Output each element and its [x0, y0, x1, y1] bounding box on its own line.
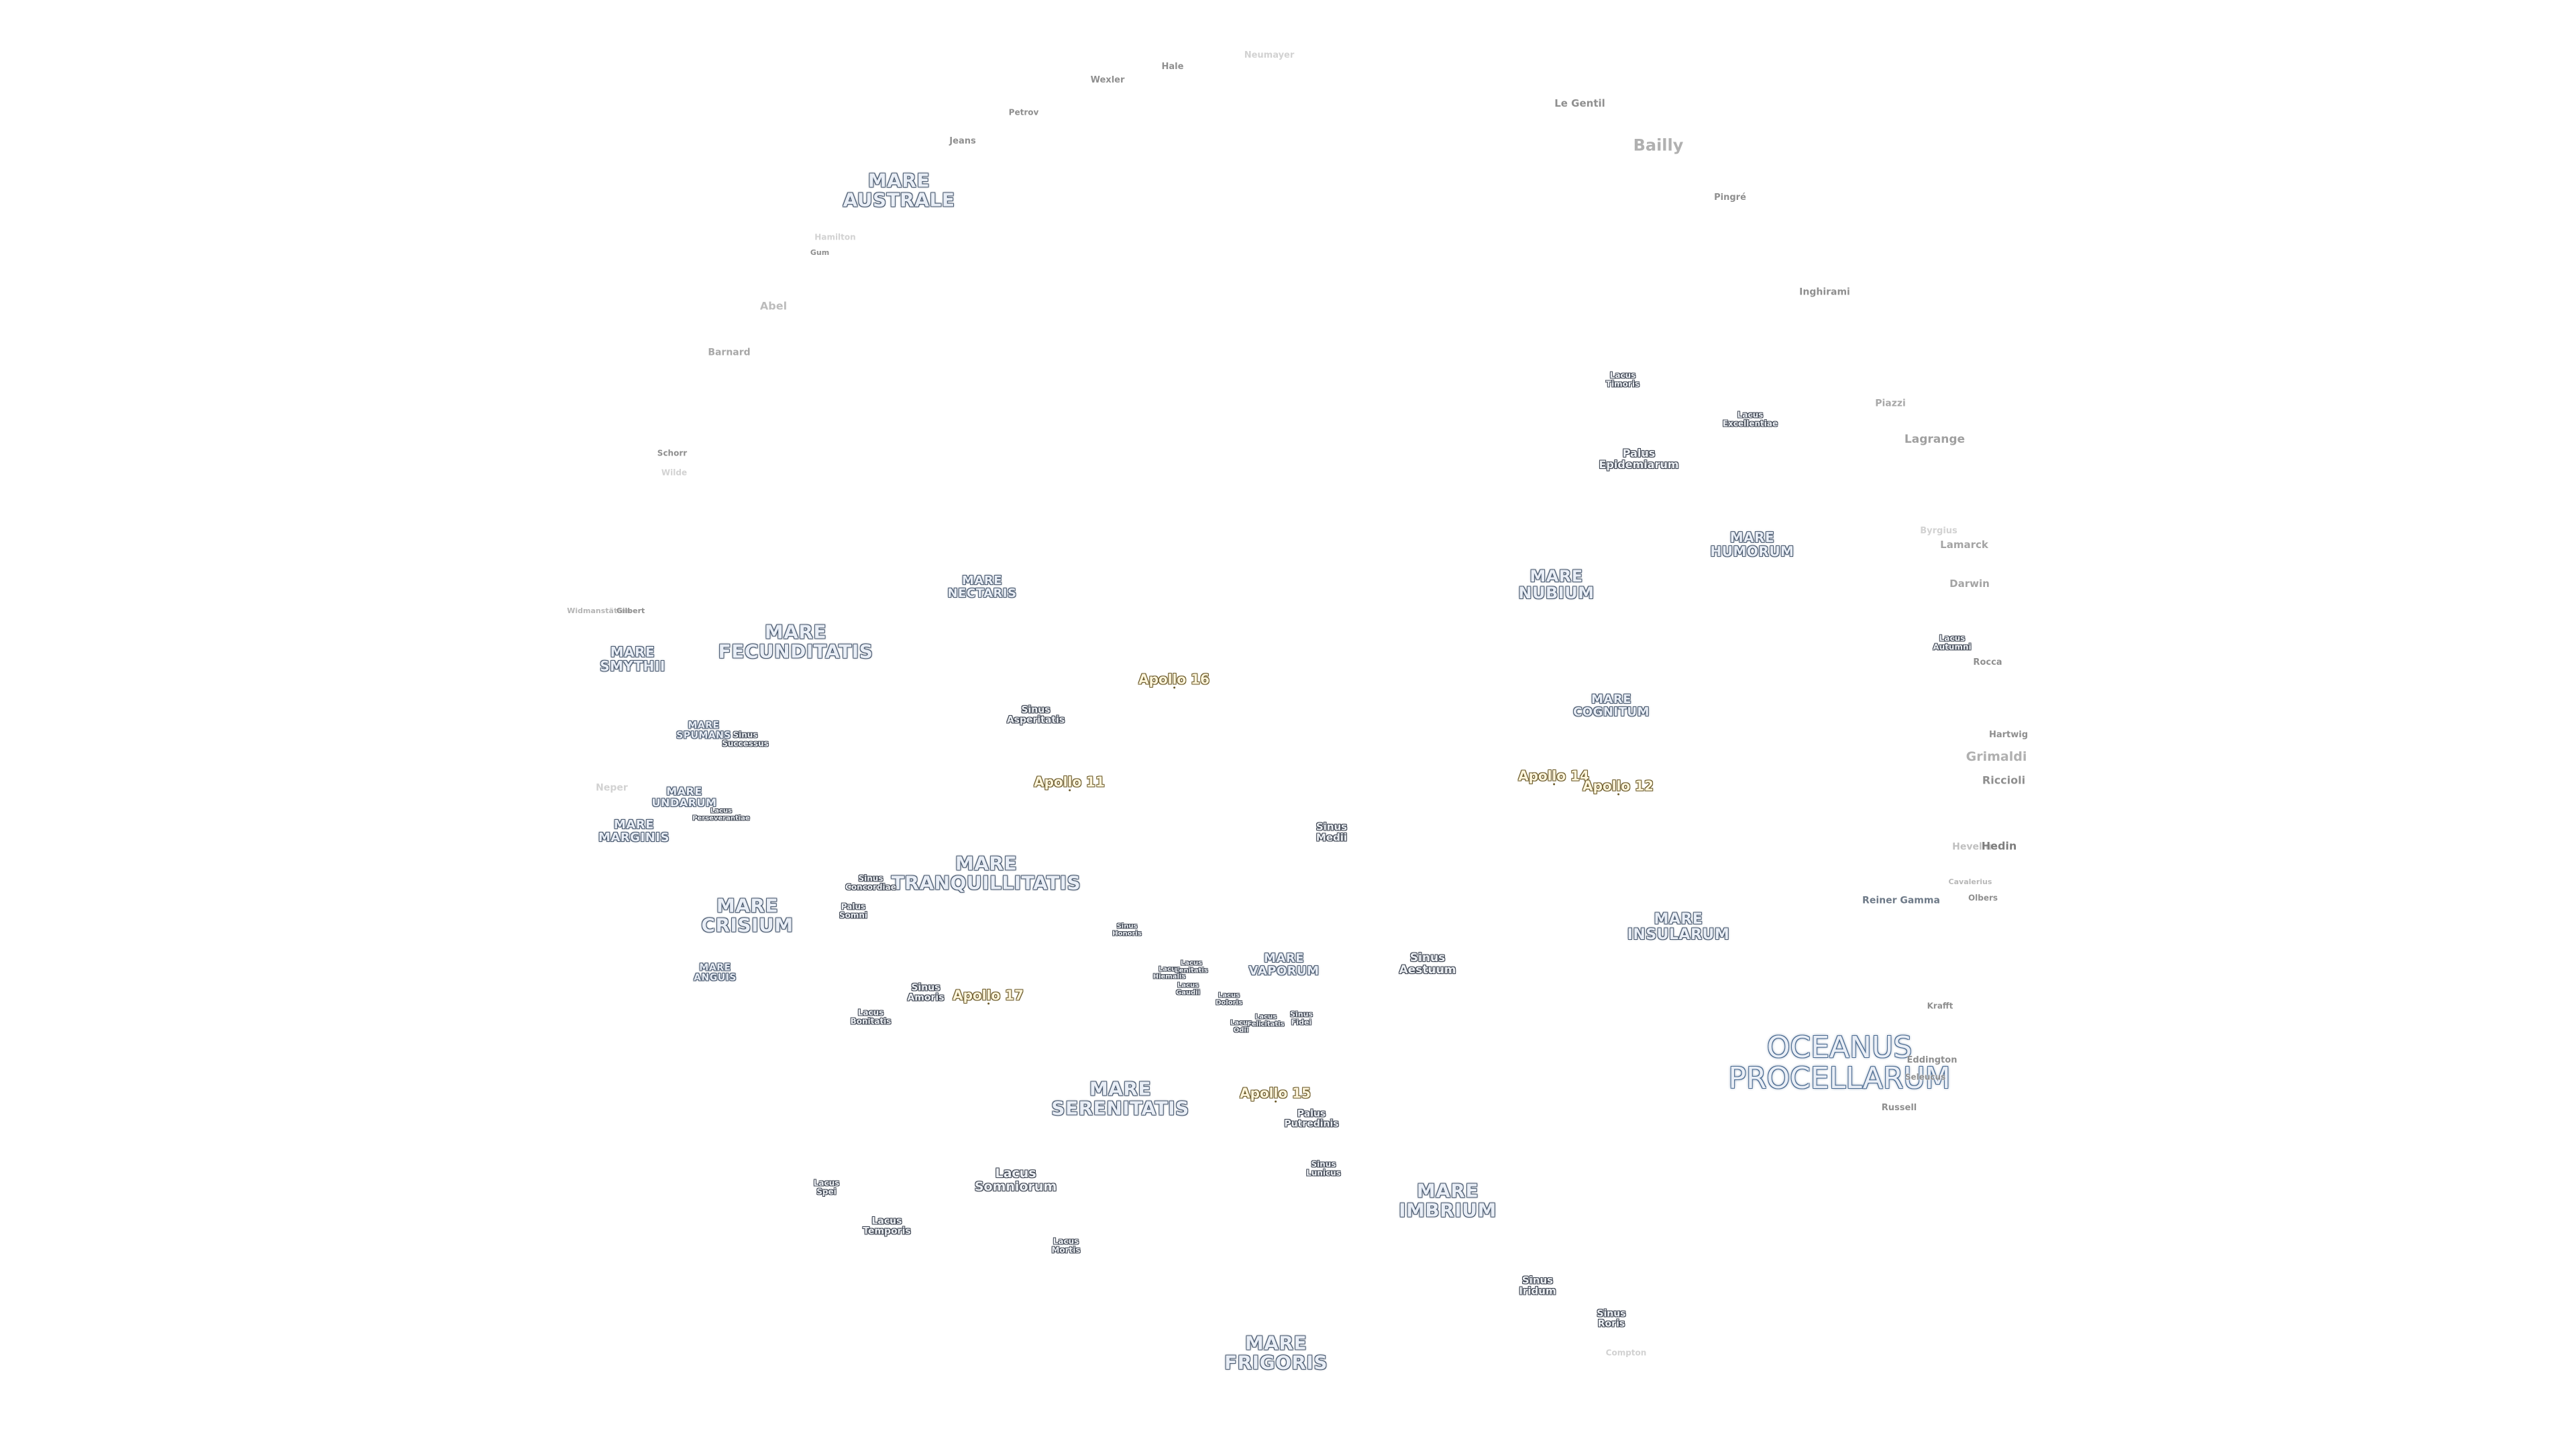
- mare-vaporum-label: MARE VAPORUM: [1248, 951, 1320, 978]
- palus-somni-label: Palus Somni: [839, 902, 868, 920]
- crater-piazzi-label: Piazzi: [1875, 398, 1906, 409]
- mare-frigoris-label: MARE FRIGORIS: [1224, 1332, 1328, 1374]
- crater-lagrange-label: Lagrange: [1904, 433, 1966, 447]
- crater-lamarck-label: Lamarck: [1940, 539, 1988, 551]
- crater-gilbert-label: Gilbert: [616, 606, 645, 616]
- lacus-autumni-label: Lacus Autumni: [1933, 633, 1972, 651]
- crater-hamilton-label: Hamilton: [814, 232, 856, 242]
- crater-petrov-label: Petrov: [1008, 107, 1039, 117]
- palus-epidemiarum-label: Palus Epidemiarum: [1599, 447, 1679, 471]
- crater-eddington-label: Eddington: [1907, 1055, 1957, 1066]
- sinus-lunicus-label: Sinus Lunicus: [1306, 1159, 1341, 1177]
- sinus-medii-label: Sinus Medii: [1316, 820, 1348, 843]
- mare-imbrium-label: MARE IMBRIUM: [1399, 1179, 1497, 1222]
- crater-byrgius-label: Byrgius: [1920, 526, 1957, 537]
- mare-humorum-label: MARE HUMORUM: [1710, 529, 1794, 559]
- lacus-mortis-label: Lacus Mortis: [1051, 1236, 1081, 1254]
- crater-compton-label: Compton: [1605, 1348, 1647, 1358]
- mare-smythii-label: MARE SMYTHII: [600, 644, 665, 674]
- lacus-temporis-label: Lacus Temporis: [863, 1216, 911, 1236]
- sinus-concordiae-label: Sinus Concordiae: [845, 873, 896, 892]
- mare-serenitatis-label: MARE SERENITATIS: [1051, 1077, 1189, 1120]
- sinus-amoris-label: Sinus Amoris: [907, 982, 945, 1003]
- mare-nectaris-label: MARE NECTARIS: [947, 574, 1017, 600]
- apollo-15-marker[interactable]: Apollo 15: [1240, 1085, 1311, 1103]
- crater-olbers-label: Olbers: [1968, 893, 1998, 903]
- mare-anguis-label: MARE ANGUIS: [694, 962, 737, 983]
- mare-crisium-label: MARE CRISIUM: [701, 894, 794, 936]
- sinus-iridum-label: Sinus Iridum: [1519, 1274, 1556, 1297]
- palus-putredinis-label: Palus Putredinis: [1284, 1108, 1339, 1129]
- sinus-fidei-label: Sinus Fidei: [1290, 1010, 1313, 1026]
- crater-riccioli-label: Riccioli: [1982, 773, 2026, 787]
- sinus-successus-label: Sinus Successus: [722, 730, 769, 748]
- crater-seleucus-label: Seleucus: [1904, 1072, 1946, 1082]
- mare-spumans-label: MARE SPUMANS: [676, 720, 731, 741]
- lacus-felicitatis-label: Lacus Felicitatis: [1247, 1013, 1285, 1028]
- apollo-16-marker[interactable]: Apollo 16: [1138, 671, 1210, 689]
- lacus-gaudii-label: Lacus Gaudii: [1175, 981, 1201, 996]
- crater-russell-label: Russell: [1881, 1103, 1917, 1114]
- sinus-aestuum-label: Sinus Aestuum: [1399, 951, 1456, 977]
- crater-krafft-label: Krafft: [1927, 1001, 1953, 1011]
- crater-neumayer-label: Neumayer: [1244, 50, 1295, 61]
- mare-tranquillitatis-label: MARE TRANQUILLITATIS: [891, 852, 1081, 894]
- apollo-17-marker[interactable]: Apollo 17: [953, 987, 1024, 1005]
- crater-wexler-label: Wexler: [1090, 75, 1125, 86]
- lacus-spei-label: Lacus Spei: [813, 1178, 840, 1196]
- lacus-somniorum-label: Lacus Somniorum: [974, 1166, 1057, 1194]
- crater-hevelius-label: Hevelius: [1952, 841, 1998, 853]
- apollo-14-marker[interactable]: Apollo 14: [1518, 767, 1589, 786]
- crater-jeans-label: Jeans: [949, 136, 976, 147]
- crater-inghirami-label: Inghirami: [1799, 286, 1850, 298]
- lacus-timoris-label: Lacus Timoris: [1605, 370, 1640, 388]
- crater-darwin-label: Darwin: [1949, 578, 1990, 590]
- crater-hartwig-label: Hartwig: [1988, 730, 2029, 741]
- lacus-bonitatis-label: Lacus Bonitatis: [850, 1008, 892, 1026]
- crater-reiner-gamma-label: Reiner Gamma: [1862, 895, 1940, 906]
- lacus-doloris-label: Lacus Doloris: [1216, 991, 1242, 1006]
- crater-widmanstatten-label: Widmanstätten: [567, 606, 631, 616]
- lacus-perseverantiae-label: Lacus Perseverantiae: [692, 807, 750, 822]
- mare-cognitum-label: MARE COGNITUM: [1573, 692, 1650, 719]
- crater-cavalerius-label: Cavalerius: [1948, 877, 1992, 887]
- mare-australe-label: MARE AUSTRALE: [843, 169, 955, 211]
- mare-insularum-label: MARE INSULARUM: [1627, 910, 1730, 943]
- oceanus-procellarum-label: OCEANUS PROCELLARUM: [1728, 1030, 1951, 1095]
- lacus-excellentiae-label: Lacus Excellentiae: [1722, 410, 1778, 428]
- apollo-11-marker[interactable]: Apollo 11: [1034, 773, 1105, 792]
- crater-neper-label: Neper: [596, 782, 628, 794]
- apollo-12-marker[interactable]: Apollo 12: [1582, 777, 1654, 796]
- crater-wilde-label: Wilde: [661, 468, 688, 478]
- mare-undarum-label: MARE UNDARUM: [651, 785, 717, 809]
- crater-hale-label: Hale: [1161, 62, 1184, 72]
- sinus-roris-label: Sinus Roris: [1597, 1308, 1626, 1329]
- crater-pingre-label: Pingré: [1714, 193, 1746, 203]
- crater-le-gentil-label: Le Gentil: [1554, 97, 1605, 110]
- crater-schorr-label: Schorr: [657, 448, 688, 458]
- crater-rocca-label: Rocca: [1973, 657, 2002, 668]
- mare-marginis-label: MARE MARGINIS: [598, 818, 669, 845]
- crater-barnard-label: Barnard: [708, 347, 751, 358]
- crater-gum-label: Gum: [810, 248, 830, 258]
- mare-nubium-label: MARE NUBIUM: [1518, 566, 1595, 602]
- lacus-odii-label: Lacus Odii: [1230, 1019, 1252, 1034]
- lacus-hiemalis-label: Lacus Hiemalis: [1152, 965, 1186, 980]
- crater-grimaldi-label: Grimaldi: [1966, 749, 2027, 765]
- crater-abel-label: Abel: [759, 299, 788, 313]
- mare-fecunditatis-label: MARE FECUNDITATIS: [718, 621, 873, 663]
- lacus-lenitatis-label: Lacus Lenitatis: [1175, 959, 1208, 974]
- sinus-honoris-label: Sinus Honoris: [1112, 922, 1142, 937]
- crater-hedin-label: Hedin: [1981, 839, 2017, 853]
- crater-bailly-label: Bailly: [1633, 136, 1684, 155]
- sinus-asperitatis-label: Sinus Asperitatis: [1006, 704, 1065, 725]
